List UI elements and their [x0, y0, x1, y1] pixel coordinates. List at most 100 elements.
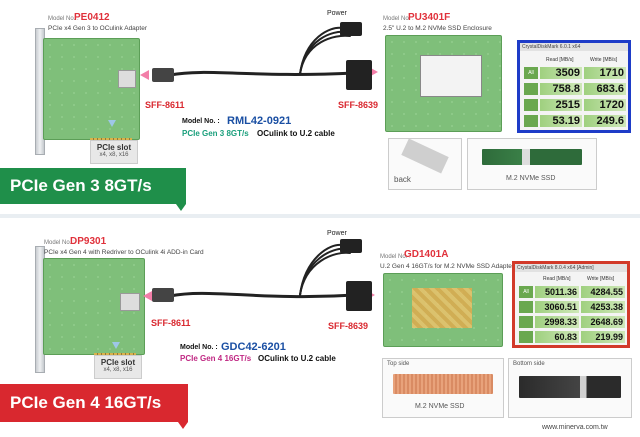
gen3-benchmark-tag: All	[524, 67, 538, 79]
gen3-adapter-oculink-port	[118, 70, 136, 88]
gen3-banner-text: PCIe Gen 3 8GT/s	[10, 176, 152, 195]
gen4-adapter-model: GD1401A	[404, 249, 449, 260]
gen3-banner: PCIe Gen 3 8GT/s	[0, 168, 186, 204]
gen4-cable-model: GDC42-6201	[221, 341, 286, 353]
gen3-adapter-model: PE0412	[74, 12, 110, 23]
gen3-cable-graphic	[152, 22, 372, 90]
gen3-benchmark-read-value: 3509	[540, 67, 582, 79]
gen4-top-side-photo: Top side M.2 NVMe SSD	[382, 358, 504, 418]
gen4-banner-text: PCIe Gen 4 16GT/s	[10, 393, 162, 412]
gen4-adapter-desc: U.2 Gen 4 16GT/s for M.2 NVMe SSD Adapte…	[380, 263, 515, 270]
gen3-back-photo: back	[388, 138, 462, 190]
gen3-ssd-graphic	[482, 149, 582, 165]
gen4-benchmark-write-header: Write [MB/s]	[587, 276, 615, 282]
gen4-top-ssd-graphic	[393, 374, 493, 394]
gen3-left-arrow-icon	[140, 70, 149, 80]
gen4-top-side-label: Top side	[387, 361, 410, 367]
gen4-bottom-ssd-graphic	[519, 376, 621, 398]
gen3-cable-model: RML42-0921	[227, 115, 292, 127]
gen4-left-arrow-icon	[143, 291, 152, 301]
gen3-adapter-board	[43, 38, 140, 140]
table-row: 60.83 219.99	[519, 331, 627, 343]
gen4-slot-arrow-icon	[112, 342, 120, 349]
gen4-benchmark-write-value: 2648.69	[581, 316, 625, 328]
table-row: All 5011.36 4284.55	[519, 286, 627, 298]
gen4-adapter-model-prefix: Model No. :	[380, 254, 411, 260]
gen3-benchmark-write-value: 1710	[584, 67, 626, 79]
gen3-adapter-model-prefix: Model No. :	[48, 16, 79, 22]
gen4-cable-model-prefix: Model No. :	[180, 344, 218, 351]
gen4-benchmark-write-value: 4284.55	[581, 286, 625, 298]
gen4-slot-box: PCIe slot x4, x8, x16	[94, 355, 142, 379]
table-row: 2998.33 2648.69	[519, 316, 627, 328]
gen3-adapter-desc: PCIe x4 Gen 3 to OCulink Adapter	[48, 25, 147, 32]
gen3-slot-sizes: x4, x8, x16	[99, 152, 129, 158]
gen4-benchmark-title: CrystalDiskMark 8.0.4 x64 [Admin]	[515, 264, 627, 272]
gen4-banner: PCIe Gen 4 16GT/s	[0, 384, 188, 422]
gen4-cable-speed: PCIe Gen 4 16GT/s	[180, 354, 252, 363]
gen3-benchmark-write-value: 249.6	[584, 115, 626, 127]
gen3-cable-model-prefix: Model No. :	[182, 118, 220, 125]
gen4-section: Model No. : DP9301 PCIe x4 Gen 4 with Re…	[0, 218, 640, 437]
gen3-back-photo-graphic	[401, 138, 449, 174]
gen3-benchmark-read-value: 758.8	[540, 83, 582, 95]
gen3-cable-speed: PCIe Gen 3 8GT/s	[182, 129, 249, 138]
gen3-sff8639-label: SFF-8639	[338, 100, 379, 110]
gen3-benchmark-tag	[524, 115, 538, 127]
gen4-benchmark-read-value: 3060.51	[535, 301, 579, 313]
gen4-card-oculink-port	[120, 293, 140, 311]
gen3-banner-arrow-icon	[176, 204, 186, 211]
gen4-benchmark-read-value: 5011.36	[535, 286, 579, 298]
gen3-benchmark-write-value: 683.6	[584, 83, 626, 95]
gen4-benchmark-write-value: 219.99	[581, 331, 625, 343]
gen3-benchmark-write-header: Write [MB/s]	[590, 57, 618, 63]
table-row: 758.8 683.6	[524, 83, 628, 95]
gen4-benchmark-read-value: 60.83	[535, 331, 579, 343]
gen3-slot-arrow-icon	[108, 120, 116, 127]
section-divider	[0, 214, 640, 218]
gen4-adapter-m2-slot	[412, 288, 472, 328]
table-row: 2515 1720	[524, 99, 628, 111]
gen3-benchmark-window: CrystalDiskMark 6.0.1 x64 Read [MB/s] Wr…	[517, 40, 631, 133]
gen3-enclosure-m2-slot	[420, 55, 482, 97]
gen3-benchmark-tag	[524, 83, 538, 95]
gen3-ssd-photo: M.2 NVMe SSD	[467, 138, 597, 190]
gen3-benchmark-read-value: 53.19	[540, 115, 582, 127]
gen3-sff8611-label: SFF-8611	[145, 100, 185, 110]
gen3-benchmark-write-value: 1720	[584, 99, 626, 111]
gen4-benchmark-tag	[519, 331, 533, 343]
gen3-slot-title: PCIe slot	[96, 143, 132, 152]
gen4-cable-type: OCulink to U.2 cable	[258, 354, 336, 363]
gen4-cable-graphic	[152, 239, 372, 311]
gen4-card-model: DP9301	[70, 236, 107, 247]
gen4-slot-sizes: x4, x8, x16	[103, 367, 133, 373]
gen4-bottom-side-photo: Bottom side	[508, 358, 632, 418]
gen3-cable-type: OCulink to U.2 cable	[257, 129, 335, 138]
gen4-benchmark-tag	[519, 316, 533, 328]
gen4-card-model-prefix: Model No. :	[44, 240, 75, 246]
gen4-benchmark-read-header: Read [MB/s]	[543, 276, 571, 282]
footer-website[interactable]: www.minerva.com.tw	[542, 424, 608, 431]
gen3-right-arrow-icon	[369, 67, 378, 77]
gen4-benchmark-read-value: 2998.33	[535, 316, 579, 328]
gen4-card-board	[43, 258, 145, 355]
table-row: 53.19 249.6	[524, 115, 628, 127]
gen3-section: Model No. : PE0412 PCIe x4 Gen 3 to OCul…	[0, 0, 640, 214]
gen3-ssd-label: M.2 NVMe SSD	[506, 175, 556, 182]
gen3-enclosure-desc: 2.5" U.2 to M.2 NVMe SSD Enclosure	[383, 25, 492, 32]
table-row: 3060.51 4253.38	[519, 301, 627, 313]
gen4-benchmark-tag: All	[519, 286, 533, 298]
gen4-power-label: Power	[327, 230, 347, 237]
gen4-benchmark-tag	[519, 301, 533, 313]
table-row: All 3509 1710	[524, 67, 628, 79]
gen3-slot-box: PCIe slot x4, x8, x16	[90, 140, 138, 164]
gen4-bottom-side-label: Bottom side	[513, 361, 545, 367]
gen3-enclosure-model: PU3401F	[408, 12, 451, 23]
gen4-card-desc: PCIe x4 Gen 4 with Redriver to OCulink 4…	[44, 249, 204, 256]
gen4-benchmark-window: CrystalDiskMark 8.0.4 x64 [Admin] Read […	[512, 261, 630, 348]
gen4-benchmark-write-value: 4253.38	[581, 301, 625, 313]
gen4-sff8611-label: SFF-8611	[151, 318, 191, 328]
gen3-benchmark-tag	[524, 99, 538, 111]
gen3-back-label: back	[394, 175, 411, 184]
gen3-benchmark-read-value: 2515	[540, 99, 582, 111]
